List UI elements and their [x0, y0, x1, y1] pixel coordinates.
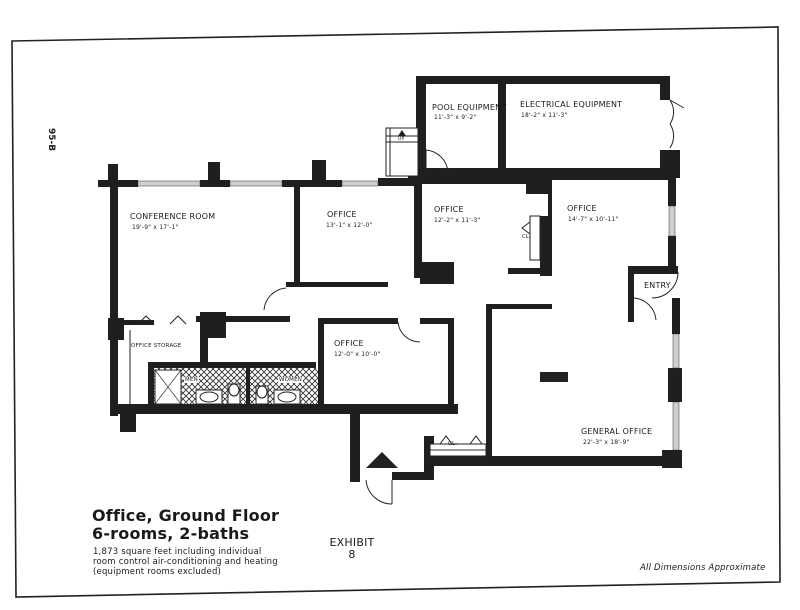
room-entry-name: ENTRY: [644, 281, 671, 290]
room-pool-equipment-name: POOL EQUIPMENT: [432, 103, 507, 112]
room-electrical-equipment-dimensions: 18'-2" x 11'-3": [521, 112, 568, 119]
plan-description-line-2: room control air-conditioning and heatin…: [93, 557, 278, 567]
room-office-3-dimensions: 14'-7" x 10'-11": [568, 216, 619, 223]
room-office-4-name: OFFICE: [334, 339, 364, 348]
stair-up-label: UP: [398, 137, 405, 142]
page-border: [11, 26, 781, 598]
mens-room-label: MEN: [184, 377, 199, 383]
dimensions-note: All Dimensions Approximate: [640, 563, 766, 573]
room-office-2-dimensions: 12'-2" x 11'-3": [434, 217, 481, 224]
room-office-2-name: OFFICE: [434, 205, 464, 214]
room-office-4-dimensions: 12'-0" x 10'-0": [334, 351, 381, 358]
room-office-storage-name: OFFICE STORAGE: [131, 343, 182, 349]
room-office-1-name: OFFICE: [327, 210, 357, 219]
exhibit-label: EXHIBIT: [329, 536, 375, 549]
page-number: 95-B: [46, 128, 56, 152]
plan-description-line-1: 1,873 square feet including individual: [93, 547, 262, 557]
room-conference-name: CONFERENCE ROOM: [130, 212, 216, 221]
room-office-1-dimensions: 13'-1" x 12'-0": [326, 222, 373, 229]
plan-title: Office, Ground Floor: [92, 506, 280, 525]
room-office-3-name: OFFICE: [567, 204, 597, 213]
closet-label-2: CL.: [522, 234, 531, 240]
closet-label-1: CL.: [448, 441, 458, 447]
womens-room-label: WOMEN: [278, 377, 304, 383]
walls: [98, 76, 682, 482]
room-general-office-dimensions: 22'-3" x 18'-9": [583, 439, 630, 446]
room-conference-dimensions: 19'-9" x 17'-1": [132, 224, 179, 231]
plan-description-line-3: (equipment rooms excluded): [93, 567, 222, 577]
room-general-office-name: GENERAL OFFICE: [581, 427, 653, 436]
exhibit-number: 8: [348, 548, 356, 561]
room-electrical-equipment-name: ELECTRICAL EQUIPMENT: [520, 100, 623, 109]
room-pool-equipment-dimensions: 11'-3" x 9'-2": [434, 114, 477, 121]
plan-subtitle: 6-rooms, 2-baths: [92, 524, 250, 543]
